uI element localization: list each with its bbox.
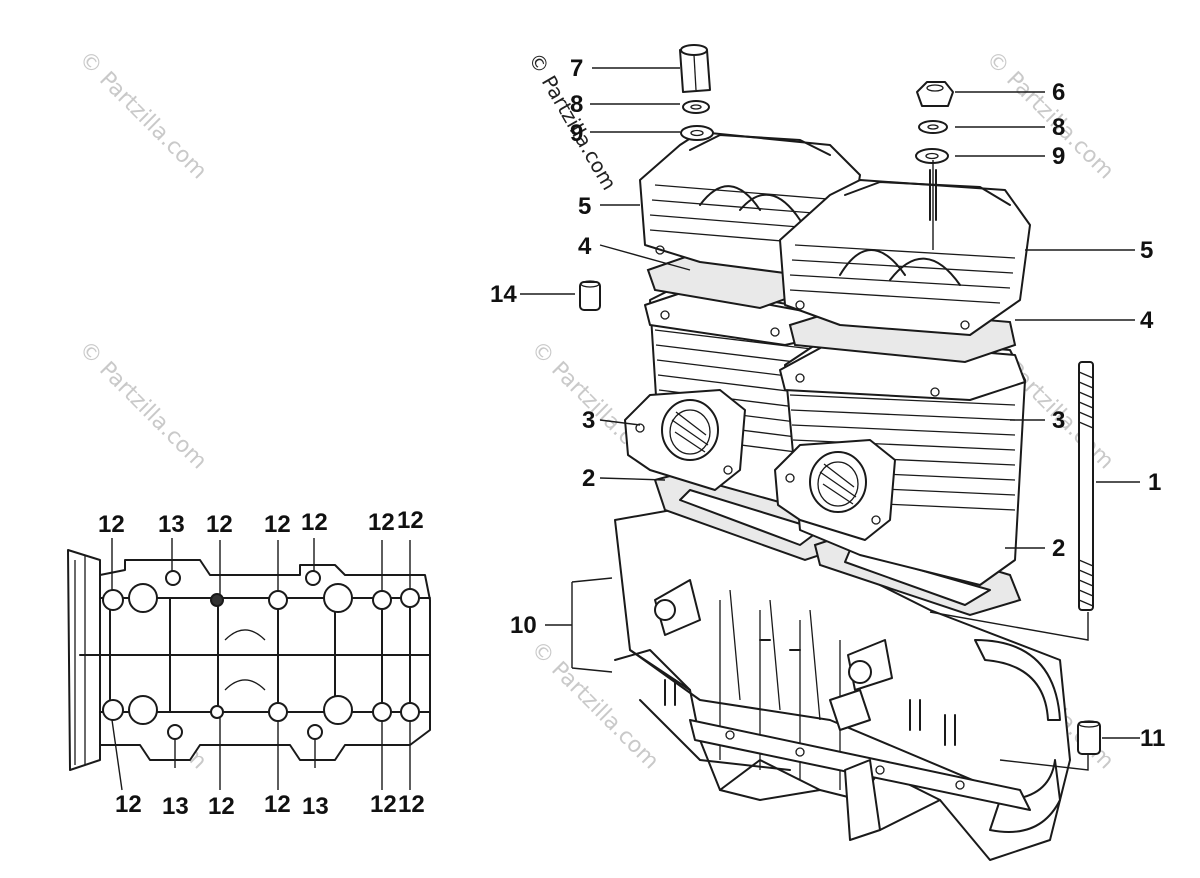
engine-drawing xyxy=(579,44,1101,861)
callout-11: 11 xyxy=(1140,725,1165,752)
callout-8: 8 xyxy=(570,91,583,118)
callout-3: 3 xyxy=(1052,407,1065,434)
callout-5: 5 xyxy=(578,193,591,220)
watermark: © Partzilla.com xyxy=(981,47,1119,185)
dowel-pin-14 xyxy=(579,281,601,311)
callout-6: 6 xyxy=(1052,79,1065,106)
watermark: © Partzilla.com xyxy=(74,47,212,185)
inset-callout-top: 12 xyxy=(264,511,291,538)
inset-callout-bottom: 12 xyxy=(398,791,425,818)
inset-callout-top: 12 xyxy=(98,511,125,538)
inset-callout-bottom: 12 xyxy=(264,791,291,818)
callout-9: 9 xyxy=(1052,143,1065,170)
inset-callout-top: 12 xyxy=(397,507,424,534)
callout-14: 14 xyxy=(490,281,517,308)
inset-callout-top: 12 xyxy=(368,509,395,536)
dowel-pin-11 xyxy=(1077,721,1101,755)
callout-5: 5 xyxy=(1140,237,1153,264)
inset-callout-top: 12 xyxy=(301,509,328,536)
washer-8-right xyxy=(918,120,948,134)
crankcase-bottom-inset: 12 13 12 12 12 12 12 12 13 12 12 13 12 1… xyxy=(67,507,431,820)
washer-8-left xyxy=(682,100,710,114)
washer-9-left xyxy=(680,125,714,141)
callout-8: 8 xyxy=(1052,114,1065,141)
hex-nut-6 xyxy=(916,81,954,107)
inset-callout-top: 13 xyxy=(158,511,185,538)
inset-callout-top: 12 xyxy=(206,511,233,538)
callout-2: 2 xyxy=(1052,535,1065,562)
leader-lines xyxy=(520,67,1140,771)
callout-labels: 1 2 2 3 3 4 4 5 5 6 7 8 8 9 9 10 11 14 xyxy=(490,55,1165,752)
callout-1: 1 xyxy=(1148,469,1161,496)
watermark: © Partzilla.com xyxy=(74,337,212,475)
inset-callout-bottom: 12 xyxy=(370,791,397,818)
callout-4: 4 xyxy=(1140,307,1154,334)
callout-3: 3 xyxy=(582,407,595,434)
inset-callout-bottom: 13 xyxy=(302,793,329,820)
callout-9: 9 xyxy=(570,120,583,147)
inset-callout-bottom: 13 xyxy=(162,793,189,820)
inset-callout-bottom: 12 xyxy=(208,793,235,820)
callout-4: 4 xyxy=(578,233,592,260)
callout-10: 10 xyxy=(510,612,537,639)
inset-callout-bottom: 12 xyxy=(115,791,142,818)
callout-7: 7 xyxy=(570,55,583,82)
washer-9-right xyxy=(915,148,949,164)
cylinder-head-right xyxy=(779,179,1031,336)
callout-2: 2 xyxy=(582,465,595,492)
